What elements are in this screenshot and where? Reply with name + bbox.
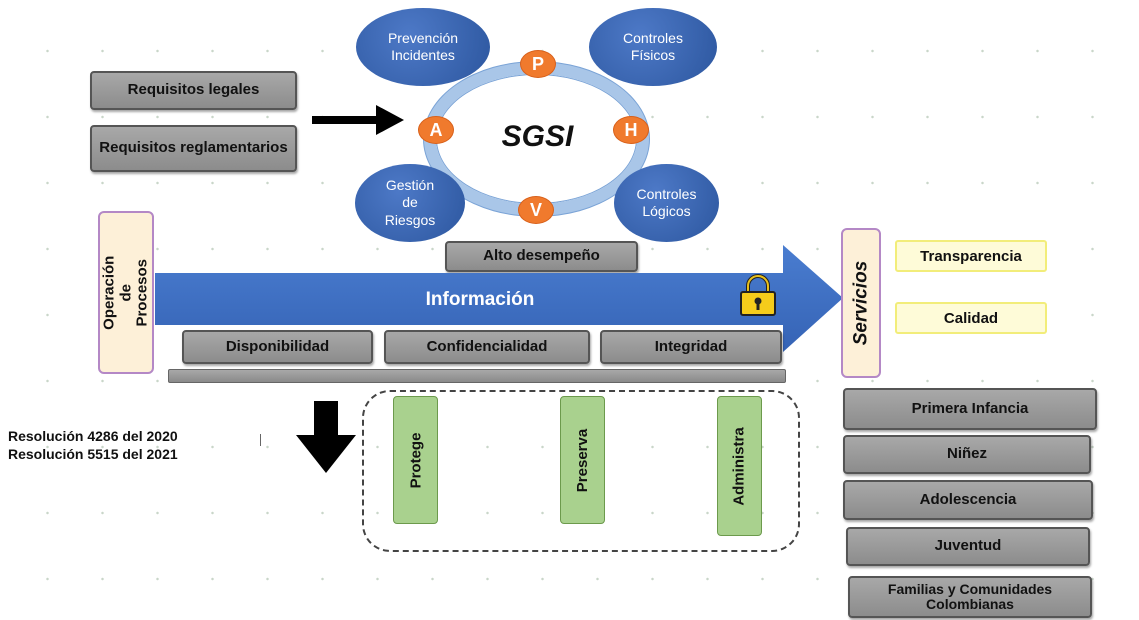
do-badge: H <box>613 116 649 144</box>
population-early-childhood-label: Primera Infancia <box>911 399 1029 417</box>
population-adolescence: Adolescencia <box>843 480 1093 520</box>
logical-controls-circle: Controles Lógicos <box>614 164 719 242</box>
regulatory-requirements-label: Requisitos reglamentarios <box>99 139 288 157</box>
process-operation-box: Operación de Procesos <box>98 211 154 374</box>
verify-badge: V <box>518 196 554 224</box>
resolution-4286: Resolución 4286 del 2020 <box>8 428 178 444</box>
pillar-availability-label: Disponibilidad <box>225 337 330 355</box>
information-label: Información <box>425 289 535 310</box>
regulatory-requirements-box: Requisitos reglamentarios <box>90 125 297 172</box>
physical-controls-circle: Controles Físicos <box>589 8 717 86</box>
process-operation-label: Operación de Procesos <box>100 255 151 330</box>
padlock-icon <box>740 274 776 316</box>
pillar-availability: Disponibilidad <box>182 330 373 364</box>
act-badge: A <box>418 116 454 144</box>
requirements-arrow-icon <box>312 105 404 135</box>
population-families: Familias y Comunidades Colombianas <box>848 576 1092 618</box>
high-performance-box: Alto desempeño <box>445 241 638 272</box>
logical-controls-label: Controles Lógicos <box>636 185 697 220</box>
physical-controls-label: Controles Físicos <box>623 29 683 64</box>
population-early-childhood: Primera Infancia <box>843 388 1097 430</box>
population-families-label: Familias y Comunidades Colombianas <box>887 580 1053 612</box>
pillar-confidentiality: Confidencialidad <box>384 330 590 364</box>
prevention-incidents-circle: Prevención Incidentes <box>356 8 490 86</box>
population-childhood-label: Niñez <box>946 445 987 463</box>
risk-management-circle: Gestión de Riesgos <box>355 164 465 242</box>
prevention-incidents-label: Prevención Incidentes <box>387 29 459 64</box>
action-administer-label: Administra <box>731 426 749 506</box>
services-label: Servicios <box>850 260 871 346</box>
quality-box: Calidad <box>895 302 1047 334</box>
pillar-integrity-label: Integridad <box>654 337 728 355</box>
plan-badge: P <box>520 50 556 78</box>
resolutions-text: Resolución 4286 del 2020 Resolución 5515… <box>8 428 178 463</box>
actions-container <box>362 390 800 552</box>
action-administer: Administra <box>717 396 762 536</box>
pillars-base-bar <box>168 369 786 383</box>
population-youth: Juventud <box>846 527 1090 566</box>
services-box: Servicios <box>841 228 881 378</box>
action-preserve: Preserva <box>560 396 605 524</box>
pillar-confidentiality-label: Confidencialidad <box>426 337 548 355</box>
risk-management-label: Gestión de Riesgos <box>384 176 436 228</box>
population-youth-label: Juventud <box>934 537 1002 555</box>
transparency-box: Transparencia <box>895 240 1047 272</box>
action-protect: Protege <box>393 396 438 524</box>
quality-label: Calidad <box>943 309 999 327</box>
population-childhood: Niñez <box>843 435 1091 474</box>
transparency-label: Transparencia <box>920 247 1022 265</box>
separator-tick <box>260 434 261 446</box>
high-performance-label: Alto desempeño <box>483 247 600 265</box>
population-adolescence-label: Adolescencia <box>919 490 1017 508</box>
information-arrow <box>155 245 843 352</box>
resolution-5515: Resolución 5515 del 2021 <box>8 445 178 462</box>
action-protect-label: Protege <box>407 432 425 488</box>
legal-requirements-label: Requisitos legales <box>127 81 260 99</box>
action-preserve-label: Preserva <box>574 428 591 492</box>
down-arrow-icon <box>296 401 356 473</box>
pillar-integrity: Integridad <box>600 330 782 364</box>
sgsi-title: SGSI <box>501 120 574 153</box>
legal-requirements-box: Requisitos legales <box>90 71 297 110</box>
